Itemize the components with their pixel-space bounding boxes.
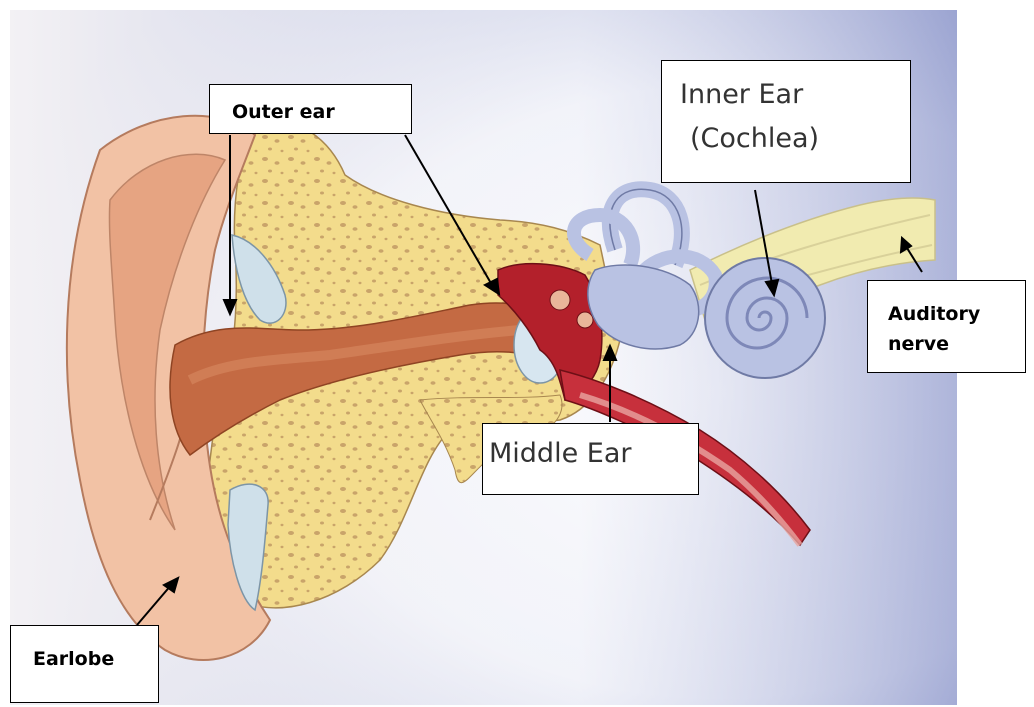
label-auditory-nerve-line1: Auditory	[888, 299, 1025, 329]
label-auditory-nerve-line2: nerve	[888, 329, 1025, 359]
ossicle-2	[577, 312, 593, 328]
label-earlobe: Earlobe	[10, 625, 159, 703]
label-earlobe-text: Earlobe	[33, 648, 114, 670]
label-outer-ear-text: Outer ear	[232, 101, 335, 123]
label-auditory-nerve: Auditory nerve	[867, 280, 1026, 373]
label-outer-ear: Outer ear	[209, 84, 412, 134]
ossicle-1	[550, 290, 570, 310]
label-middle-ear-text: Middle Ear	[489, 438, 631, 469]
label-middle-ear: Middle Ear	[482, 423, 699, 495]
label-inner-ear-line1: Inner Ear	[680, 73, 910, 117]
label-inner-ear-line2: (Cochlea)	[680, 117, 910, 161]
label-inner-ear: Inner Ear (Cochlea)	[661, 60, 911, 183]
